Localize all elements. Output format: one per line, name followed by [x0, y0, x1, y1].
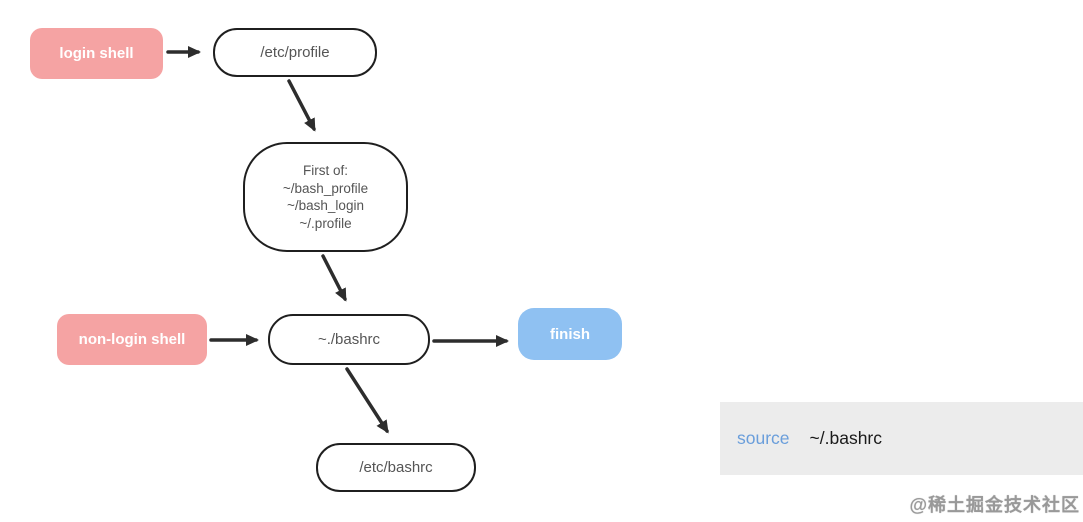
edge-bashrc-to-etc-bashrc	[345, 367, 389, 434]
node-login-shell: login shell	[30, 28, 163, 79]
watermark: @稀土掘金技术社区	[909, 495, 1080, 515]
node-etc-profile-label: /etc/profile	[260, 44, 330, 61]
node-etc-bashrc-label: /etc/bashrc	[359, 459, 433, 476]
node-non-login-shell: non-login shell	[57, 314, 207, 365]
code-keyword: source	[737, 428, 790, 448]
edge-etc-profile-to-first-of	[287, 79, 316, 132]
code-argument: ~/.bashrc	[809, 428, 883, 448]
node-first-of-line-2: ~/bash_profile	[282, 180, 369, 196]
code-block: source ~/.bashrc	[720, 402, 1083, 475]
node-first-of-line-1: First of:	[302, 163, 348, 178]
node-first-of-line-3: ~/bash_login	[287, 198, 364, 213]
node-etc-profile: /etc/profile	[213, 28, 377, 77]
node-login-shell-label: login shell	[59, 45, 134, 62]
node-finish-label: finish	[550, 325, 590, 343]
node-bashrc-label: ~./bashrc	[317, 331, 381, 348]
node-first-of: First of: ~/bash_profile ~/bash_login ~/…	[243, 142, 408, 252]
node-etc-bashrc: /etc/bashrc	[316, 443, 476, 492]
node-non-login-shell-label: non-login shell	[78, 331, 186, 348]
node-first-of-line-4: ~/.profile	[299, 215, 352, 231]
node-finish: finish	[518, 308, 622, 360]
edge-first-of-to-bashrc	[321, 254, 347, 302]
node-bashrc: ~./bashrc	[268, 314, 430, 365]
